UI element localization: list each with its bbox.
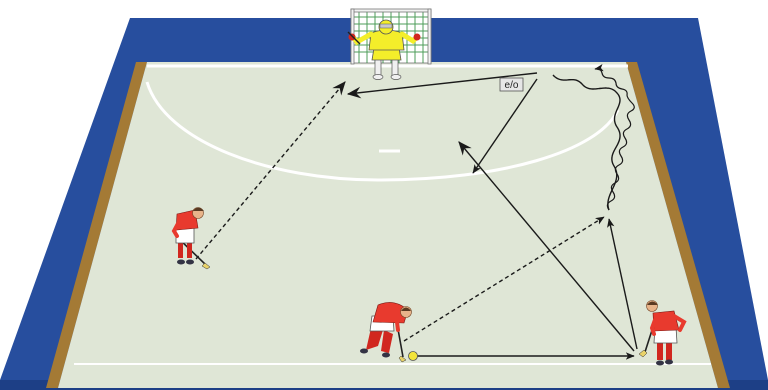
dashed-from-left bbox=[195, 81, 346, 260]
left-player bbox=[171, 207, 211, 270]
pass-down-left bbox=[472, 78, 538, 174]
right-board bbox=[626, 62, 730, 388]
pass-to-top bbox=[346, 72, 538, 99]
annotation-box: e/o bbox=[499, 77, 524, 92]
pitch-surface bbox=[58, 62, 718, 388]
dashed-from-center bbox=[403, 216, 605, 342]
annotation-label: e/o bbox=[505, 80, 519, 91]
run-up-right bbox=[607, 218, 638, 350]
right-player bbox=[638, 300, 687, 366]
left-board bbox=[46, 62, 147, 388]
dribble-wavy-detail bbox=[594, 63, 635, 211]
center-player bbox=[360, 302, 412, 363]
goalkeeper bbox=[347, 19, 421, 80]
movement-lines bbox=[195, 63, 638, 360]
cross-diagonal bbox=[458, 141, 635, 352]
ball bbox=[408, 351, 418, 361]
shooting-circle bbox=[145, 81, 620, 182]
